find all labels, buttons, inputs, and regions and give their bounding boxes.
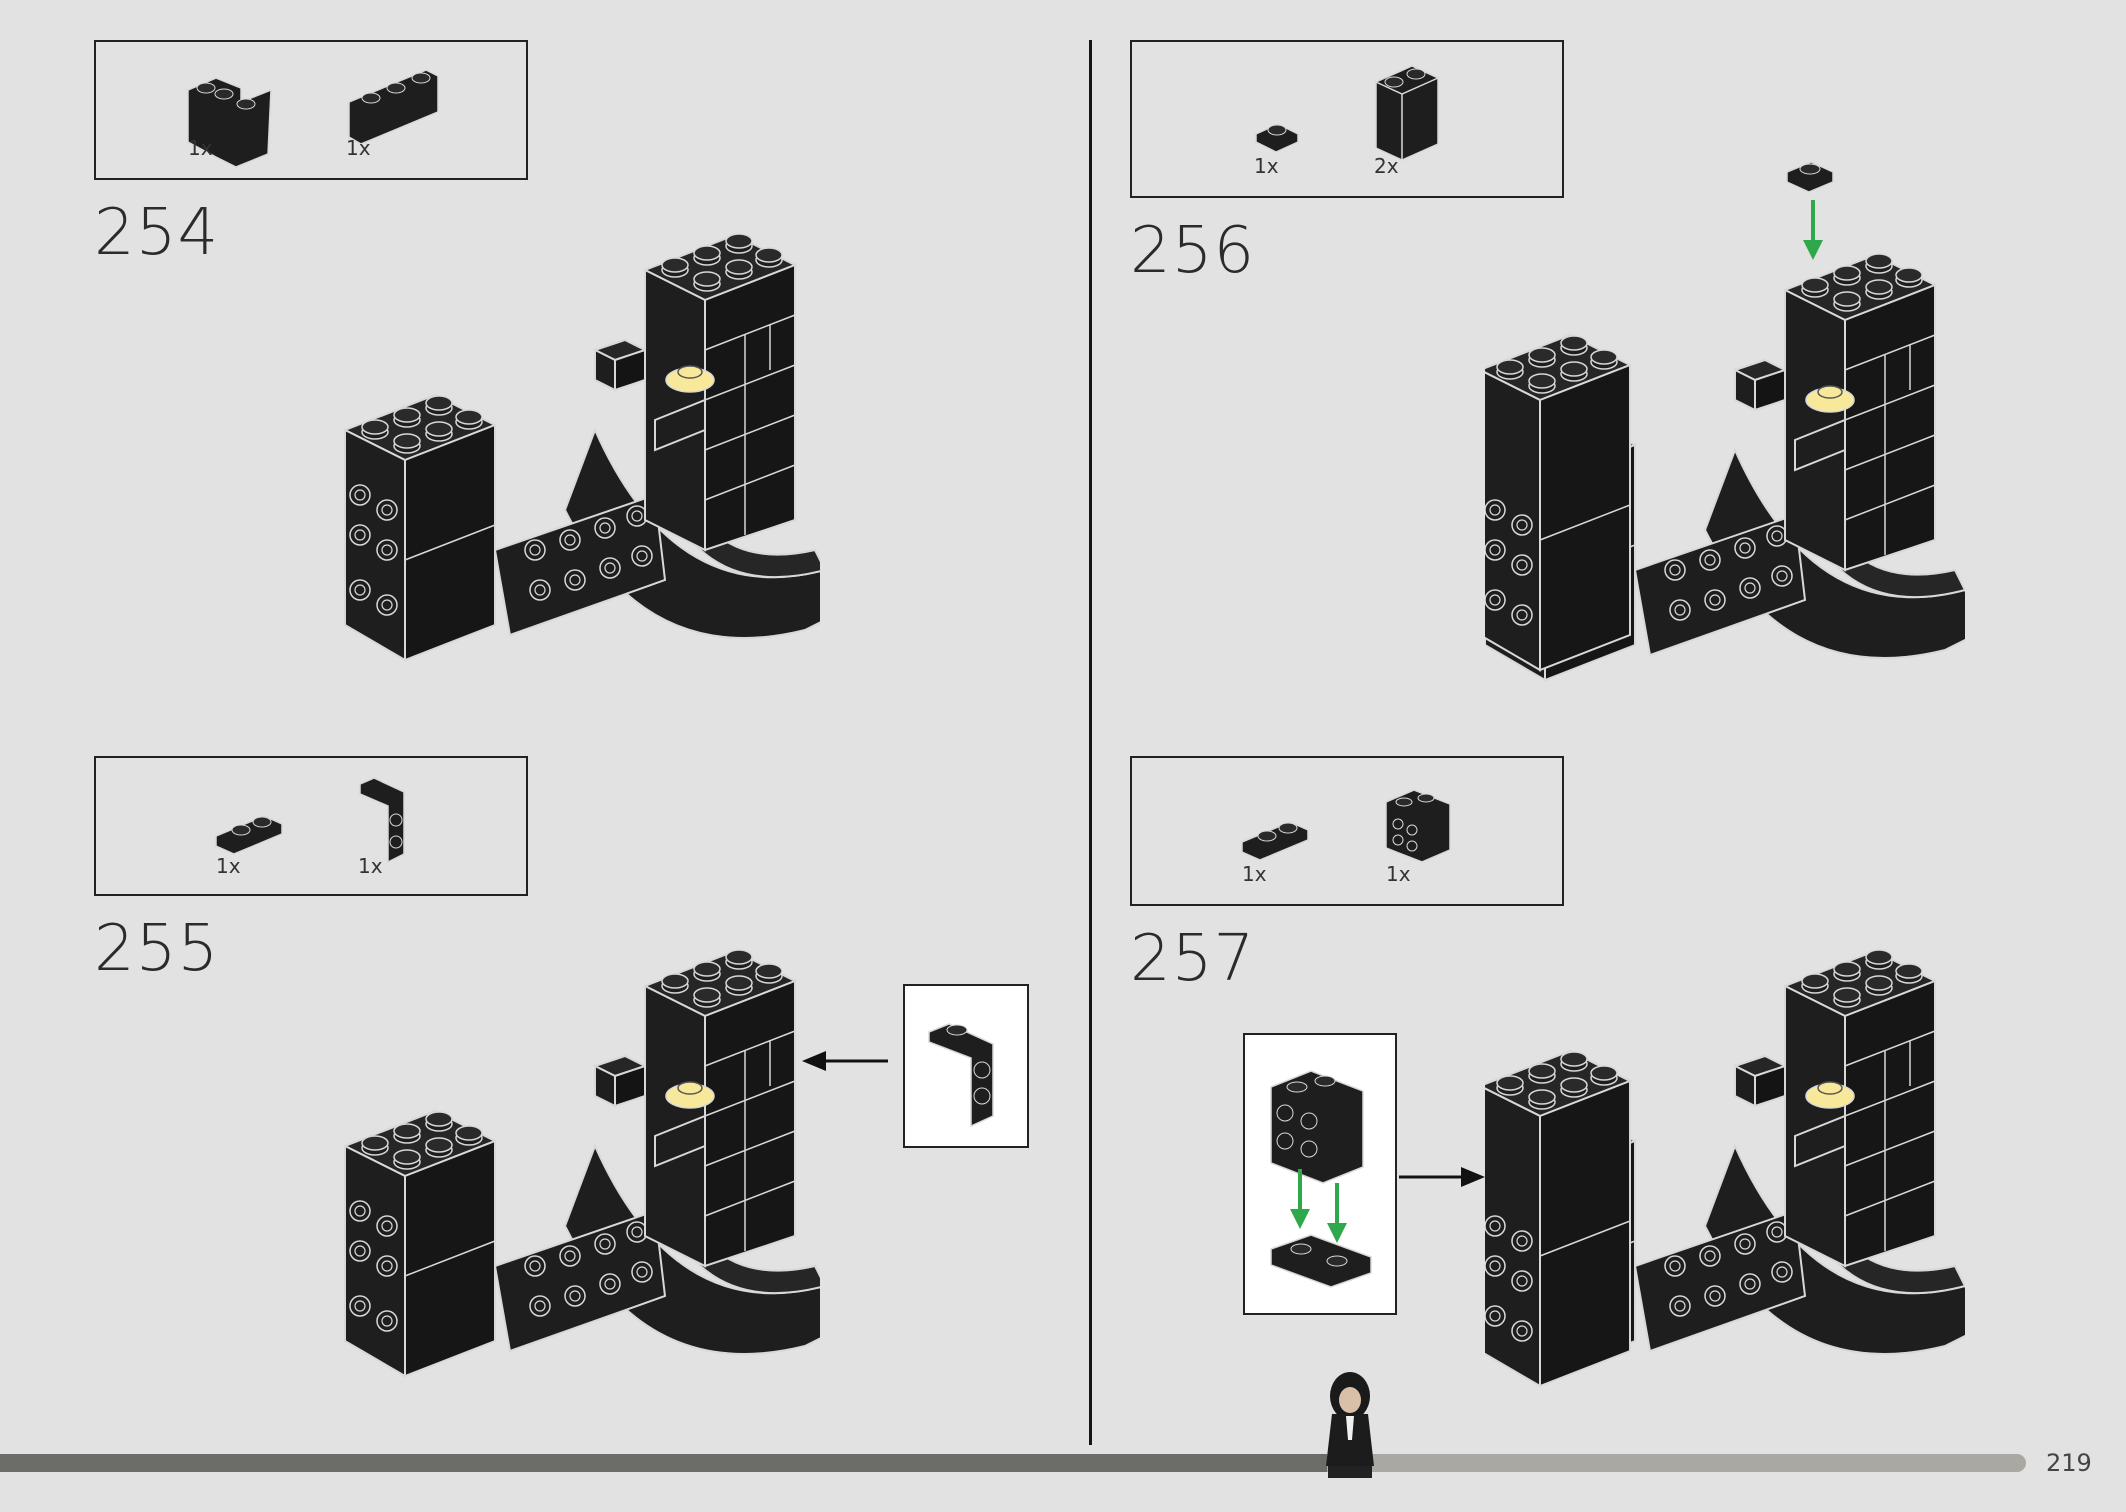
- attach-arrow: [802, 1051, 888, 1071]
- step-number: 256: [1130, 214, 1256, 288]
- sub-assembly-callout-255: [903, 984, 1029, 1148]
- plate-1x1-icon: [1255, 123, 1299, 153]
- brick-1x2x2-icon: [1375, 65, 1439, 161]
- sub-assembly-257: [1270, 1070, 1372, 1288]
- step-number: 257: [1130, 922, 1256, 996]
- plate-1x2-icon: [1270, 1234, 1372, 1288]
- parts-callout-255: 1x 1x: [94, 756, 528, 896]
- parts-list-254: [187, 69, 439, 168]
- part-qty: 1x: [358, 854, 383, 878]
- part-qty: 1x: [1254, 154, 1279, 178]
- model-step-257: [1485, 946, 1965, 1406]
- part-qty: 1x: [346, 136, 371, 160]
- minifigure-icon: [1326, 1372, 1374, 1478]
- part-qty: 1x: [188, 136, 213, 160]
- plate-1x2-icon: [215, 815, 283, 855]
- model-step-256: [1485, 161, 1965, 710]
- corner-brick-icon: [187, 77, 272, 168]
- step-number: 255: [94, 912, 220, 986]
- sub-assembly-callout-257: [1243, 1033, 1397, 1315]
- brick-2x2-studs-icon: [1385, 789, 1451, 863]
- model-step-254: [340, 230, 820, 690]
- brick-2x2-studs-icon: [1270, 1070, 1364, 1184]
- parts-list-257: [1241, 789, 1451, 863]
- attach-arrow: [1399, 1167, 1485, 1187]
- plate-1x1-icon: [1786, 161, 1834, 193]
- part-qty: 1x: [1242, 862, 1267, 886]
- model-step-255: [340, 946, 820, 1406]
- brick-1x3-icon: [348, 69, 439, 145]
- step-number: 254: [94, 196, 220, 270]
- page-number: 219: [2046, 1449, 2092, 1477]
- plate-1x2-icon: [1241, 821, 1309, 861]
- progress-bar-fill: [0, 1454, 1328, 1472]
- parts-callout-257: 1x 1x: [1130, 756, 1564, 906]
- parts-callout-254: 1x 1x: [94, 40, 528, 180]
- page-divider: [1089, 40, 1092, 1445]
- bracket-icon: [359, 777, 405, 864]
- part-qty: 2x: [1374, 154, 1399, 178]
- bracket-icon: [928, 1023, 994, 1128]
- parts-callout-256: 1x 2x: [1130, 40, 1564, 198]
- progress-bar: [0, 1454, 2026, 1472]
- parts-list-256: [1255, 65, 1439, 161]
- part-qty: 1x: [216, 854, 241, 878]
- parts-list-255: [215, 777, 405, 864]
- part-qty: 1x: [1386, 862, 1411, 886]
